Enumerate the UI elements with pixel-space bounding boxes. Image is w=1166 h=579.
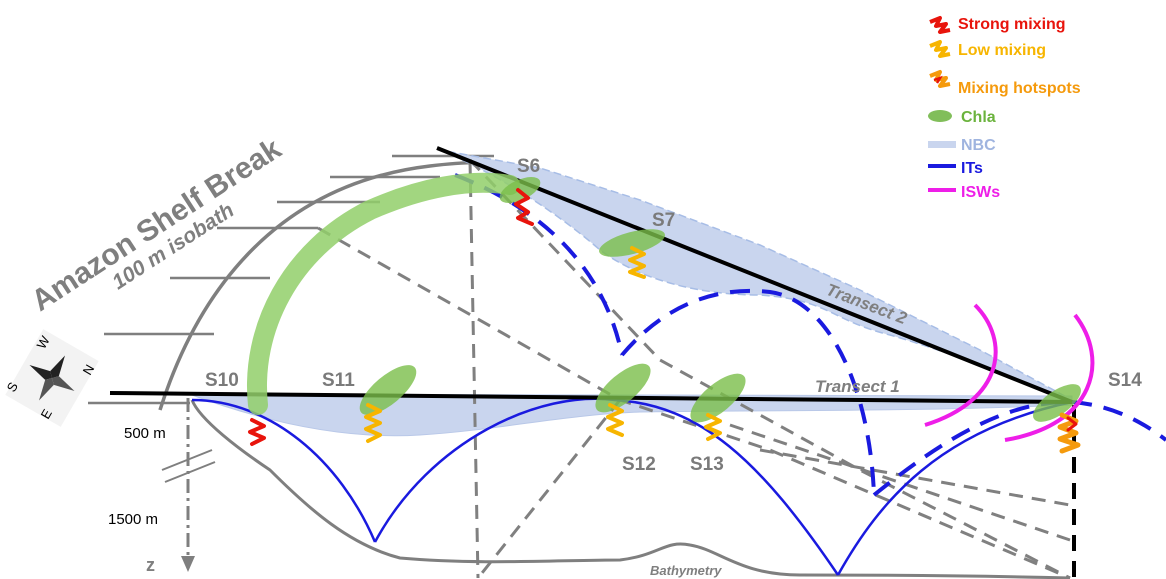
legend-label-low-mixing: Low mixing bbox=[958, 42, 1046, 59]
legend-label-strong-mixing: Strong mixing bbox=[958, 16, 1066, 33]
station-label-s13: S13 bbox=[690, 454, 724, 475]
station-label-s11: S11 bbox=[322, 370, 355, 391]
depth-axis bbox=[161, 398, 216, 572]
internal-tides-dashed bbox=[454, 173, 1166, 497]
legend-label-isws: ISWs bbox=[961, 184, 1000, 201]
legend-icon-nbc bbox=[928, 141, 956, 148]
shelf-break-label: Amazon Shelf Break bbox=[26, 132, 288, 318]
legend-label-mixing-hotspots: Mixing hotspots bbox=[958, 80, 1081, 97]
bathymetry-line bbox=[190, 399, 1071, 579]
legend-icon-strong-mixing bbox=[929, 16, 951, 34]
depth-label-1500: 1500 m bbox=[108, 511, 158, 528]
legend-label-nbc: NBC bbox=[961, 137, 996, 154]
chla-patches bbox=[359, 177, 1081, 423]
transect-2-line bbox=[436, 146, 1073, 404]
compass-rose bbox=[5, 329, 99, 427]
mixing-symbols bbox=[248, 188, 1081, 454]
depth-label-500: 500 m bbox=[124, 425, 166, 442]
legend-icon-mixing-hotspots bbox=[929, 70, 951, 88]
legend: Strong mixing Low mixing Mixing hotspots… bbox=[928, 16, 1081, 201]
transect-1-label: Transect 1 bbox=[815, 377, 900, 396]
bathymetry-label: Bathymetry bbox=[650, 563, 722, 578]
shelf-hatch-lines bbox=[88, 154, 494, 405]
transect-1-line bbox=[109, 391, 1073, 404]
chla-band bbox=[247, 172, 520, 415]
station-label-s14: S14 bbox=[1108, 370, 1142, 391]
z-axis-label: z bbox=[146, 555, 155, 575]
nbc-region-transect-1 bbox=[191, 393, 1073, 437]
legend-label-its: ITs bbox=[961, 160, 983, 177]
legend-icon-chla bbox=[928, 110, 952, 122]
legend-label-chla: Chla bbox=[961, 109, 996, 126]
station-label-s7: S7 bbox=[652, 210, 675, 231]
station-label-s6: S6 bbox=[517, 156, 540, 177]
legend-icon-low-mixing bbox=[929, 40, 951, 58]
station-label-s10: S10 bbox=[205, 370, 239, 391]
isw-arcs bbox=[924, 303, 1095, 442]
station-label-s12: S12 bbox=[622, 454, 656, 475]
gray-dashed-rays bbox=[317, 158, 1071, 579]
